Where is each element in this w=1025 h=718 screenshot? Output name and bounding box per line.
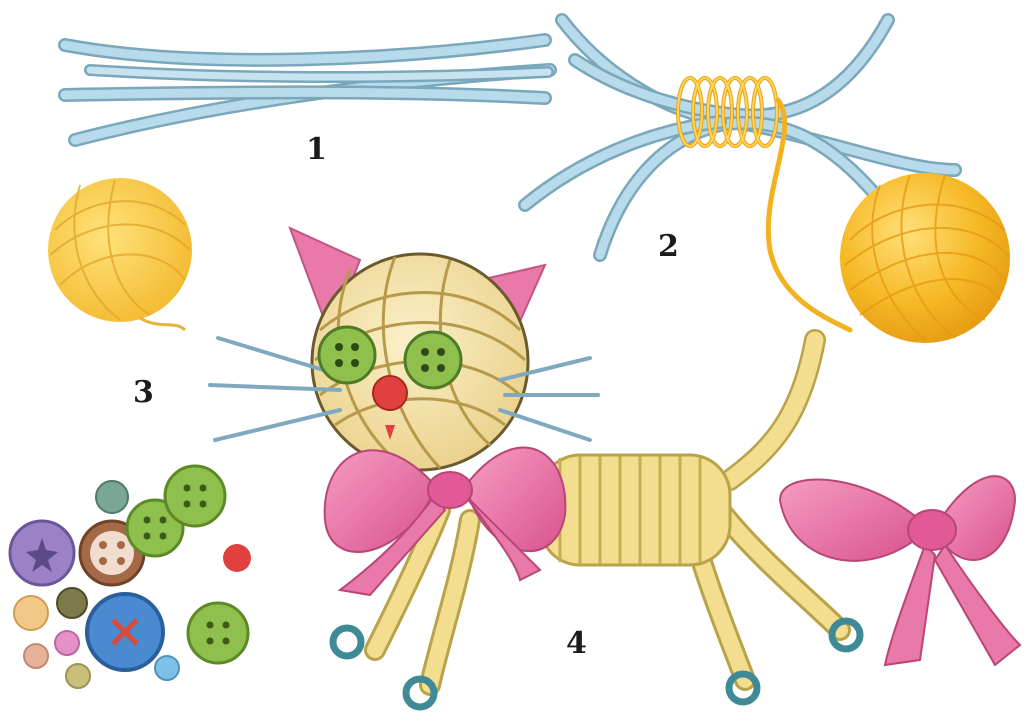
buttons-pile [10, 466, 251, 688]
step-number-3: 3 [133, 378, 154, 408]
step-number-4: 4 [566, 629, 587, 659]
step-number-1: 1 [306, 135, 327, 165]
yarn-ball-large [840, 173, 1010, 343]
wire-bundle [65, 40, 550, 140]
step-number-2: 2 [658, 232, 679, 262]
yarn-cat [210, 228, 860, 707]
ribbon-bow [780, 476, 1020, 665]
yarn-ball-small [48, 178, 192, 330]
